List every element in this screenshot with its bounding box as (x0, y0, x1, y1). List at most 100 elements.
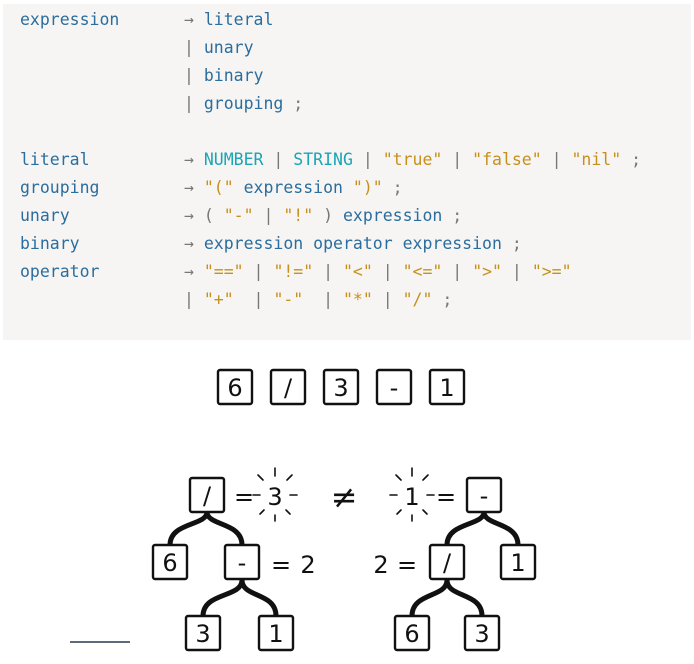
right-left-node: / (428, 543, 466, 581)
grammar-token: grouping (203, 94, 284, 113)
grammar-token: "nil" (571, 150, 622, 169)
grammar-token: expression (402, 234, 502, 253)
grammar-token: → (184, 234, 204, 253)
token-box: - (375, 368, 413, 406)
grammar-line: operator→ "==" | "!=" | "<" | "<=" | ">"… (3, 258, 691, 286)
production: | binary (184, 62, 263, 90)
grammar-token: | (243, 262, 274, 281)
grammar-line: unary → ( "-" | "!" ) expression ; (3, 202, 691, 230)
grammar-token: binary (203, 66, 264, 85)
right-subtree-value: 2 (373, 551, 388, 579)
grammar-token (393, 234, 403, 253)
grammar-token: "/" (402, 290, 433, 309)
grammar-token: "false" (472, 150, 542, 169)
grammar-token: → ( (184, 206, 224, 225)
grammar-token: "-" (223, 206, 254, 225)
right-leaf-node-label: 6 (404, 620, 419, 648)
right-right-node-label: 1 (510, 549, 525, 577)
right-root-node: - (465, 476, 503, 514)
grammar-token: unary (203, 38, 254, 57)
right-tree-edge (444, 577, 485, 619)
production: | grouping ; (184, 90, 303, 118)
token-box: 6 (216, 368, 254, 406)
grammar-token: ; (442, 206, 463, 225)
left-leaf-node-label: 3 (195, 620, 210, 648)
grammar-line: binary→ expression operator expression ; (3, 230, 691, 258)
token-box-label: 3 (333, 374, 348, 402)
left-root-node-label: / (203, 482, 212, 510)
production: | unary (184, 34, 254, 62)
grammar-token: ; (621, 150, 642, 169)
production: → ( "-" | "!" ) expression ; (184, 202, 462, 230)
rule-name: unary (20, 206, 70, 225)
grammar-token: | (372, 262, 403, 281)
left-leaf-node-label: 1 (268, 620, 283, 648)
grammar-token: | (442, 262, 473, 281)
right-tree-edge (409, 577, 450, 619)
grammar-line: expression → literal (3, 6, 691, 34)
grammar-token: "(" (203, 178, 234, 197)
grammar-token: | (233, 290, 274, 309)
rule-name: expression (20, 10, 120, 29)
grammar-token: NUMBER (203, 150, 264, 169)
rule-name: binary (20, 234, 80, 253)
grammar-token: ) (313, 206, 343, 225)
right-leaf-node: 6 (393, 614, 431, 652)
grammar-token: "true" (382, 150, 443, 169)
grammar-token: "-" (273, 290, 304, 309)
grammar-token: ; (432, 290, 453, 309)
grammar-token: → (184, 10, 204, 29)
grammar-line: | "+" | "-" | "*" | "/" ; (3, 286, 691, 314)
grammar-token: | (442, 150, 473, 169)
left-subtree-value: 2 (300, 551, 315, 579)
grammar-token: literal (203, 10, 274, 29)
grammar-token: → (184, 262, 204, 281)
grammar-token: ">" (472, 262, 502, 281)
token-box: 1 (428, 368, 466, 406)
grammar-token: → (184, 178, 204, 197)
equals-sign: = (436, 483, 456, 511)
left-tree-edge (200, 577, 245, 619)
left-left-node: 6 (151, 543, 189, 581)
grammar-token: ">=" (531, 262, 572, 281)
right-root-value: 1 (404, 483, 419, 511)
grammar-token: ; (283, 94, 304, 113)
grammar-token: | (184, 290, 204, 309)
grammar-token: | (184, 66, 204, 85)
rule-name: literal (20, 150, 90, 169)
right-left-node-label: / (443, 549, 452, 577)
not-equal-sign: ≠ (331, 478, 358, 516)
grammar-token: STRING (293, 150, 353, 169)
grammar-token: expression (243, 178, 343, 197)
left-leaf-node: 1 (257, 614, 295, 652)
right-root-node-label: - (480, 482, 489, 510)
left-left-node-label: 6 (162, 549, 177, 577)
grammar-token: expression (203, 234, 304, 253)
grammar-code-block: expression→ literal| unary| binary| grou… (3, 4, 691, 340)
grammar-token: | (184, 38, 204, 57)
grammar-token: | (372, 290, 403, 309)
grammar-line (3, 118, 691, 146)
token-box: / (269, 368, 307, 406)
grammar-token: | (352, 150, 383, 169)
token-row: 6 / 3-1 (216, 368, 466, 406)
right-tree-edge (481, 509, 521, 548)
token-box: 3 (322, 368, 360, 406)
grammar-token (343, 178, 353, 197)
grammar-token: expression (343, 206, 443, 225)
grammar-token: | (303, 290, 343, 309)
right-right-node: 1 (499, 543, 537, 581)
production: → literal (184, 6, 273, 34)
grammar-token: | (253, 206, 284, 225)
grammar-line: | binary (3, 62, 691, 90)
equals-sign: = (271, 551, 291, 579)
production: → "==" | "!=" | "<" | "<=" | ">" | ">=" (184, 258, 572, 286)
equals-sign: = (234, 483, 254, 511)
grammar-token: "<" (343, 262, 373, 281)
grammar-token: "!=" (273, 262, 314, 281)
left-tree-edge (167, 509, 210, 548)
left-right-node-label: - (238, 549, 247, 577)
token-box-label: 6 (227, 374, 242, 402)
grammar-token: → (184, 150, 204, 169)
